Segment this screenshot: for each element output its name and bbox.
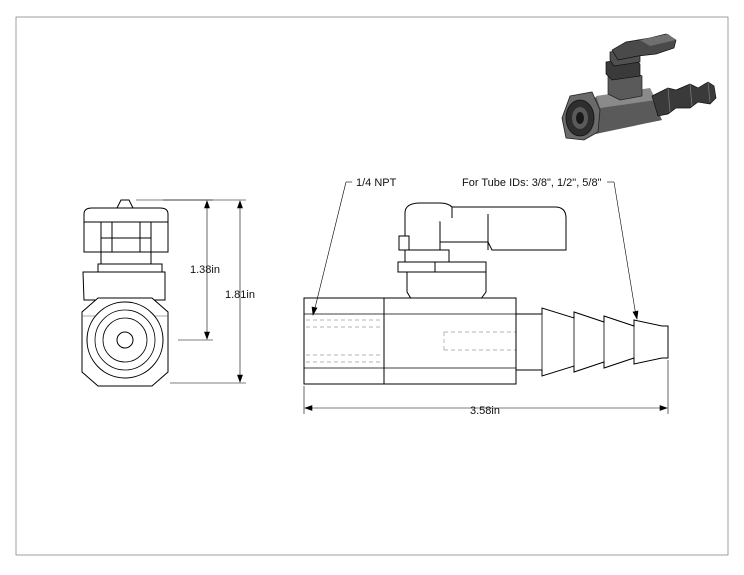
- dim-length-overall: 3.58in: [470, 405, 500, 417]
- side-view-body: [303, 297, 517, 385]
- isometric-render: [561, 33, 717, 141]
- sheet-border: [15, 16, 729, 556]
- length-dimension: [303, 360, 669, 414]
- front-view-handle-cap: [83, 207, 169, 253]
- dim-height-body: 1.38in: [190, 264, 220, 276]
- side-view-stem-nut: [397, 261, 487, 273]
- front-view-knob: [116, 199, 134, 209]
- side-view-hose-barb: [515, 307, 669, 377]
- callout-leaders: [311, 181, 639, 320]
- dim-height-overall: 1.81in: [225, 289, 255, 301]
- side-view-handle-lever: [404, 202, 567, 251]
- callout-tube: For Tube IDs: 3/8", 1/2", 5/8": [462, 177, 602, 189]
- front-view-bore: [116, 331, 134, 349]
- side-view: [303, 202, 669, 385]
- front-view: [81, 199, 169, 387]
- callout-thread: 1/4 NPT: [356, 177, 397, 189]
- front-view-body-top: [82, 271, 166, 301]
- front-view-stem: [100, 251, 152, 265]
- front-view-dimensions: [136, 199, 246, 384]
